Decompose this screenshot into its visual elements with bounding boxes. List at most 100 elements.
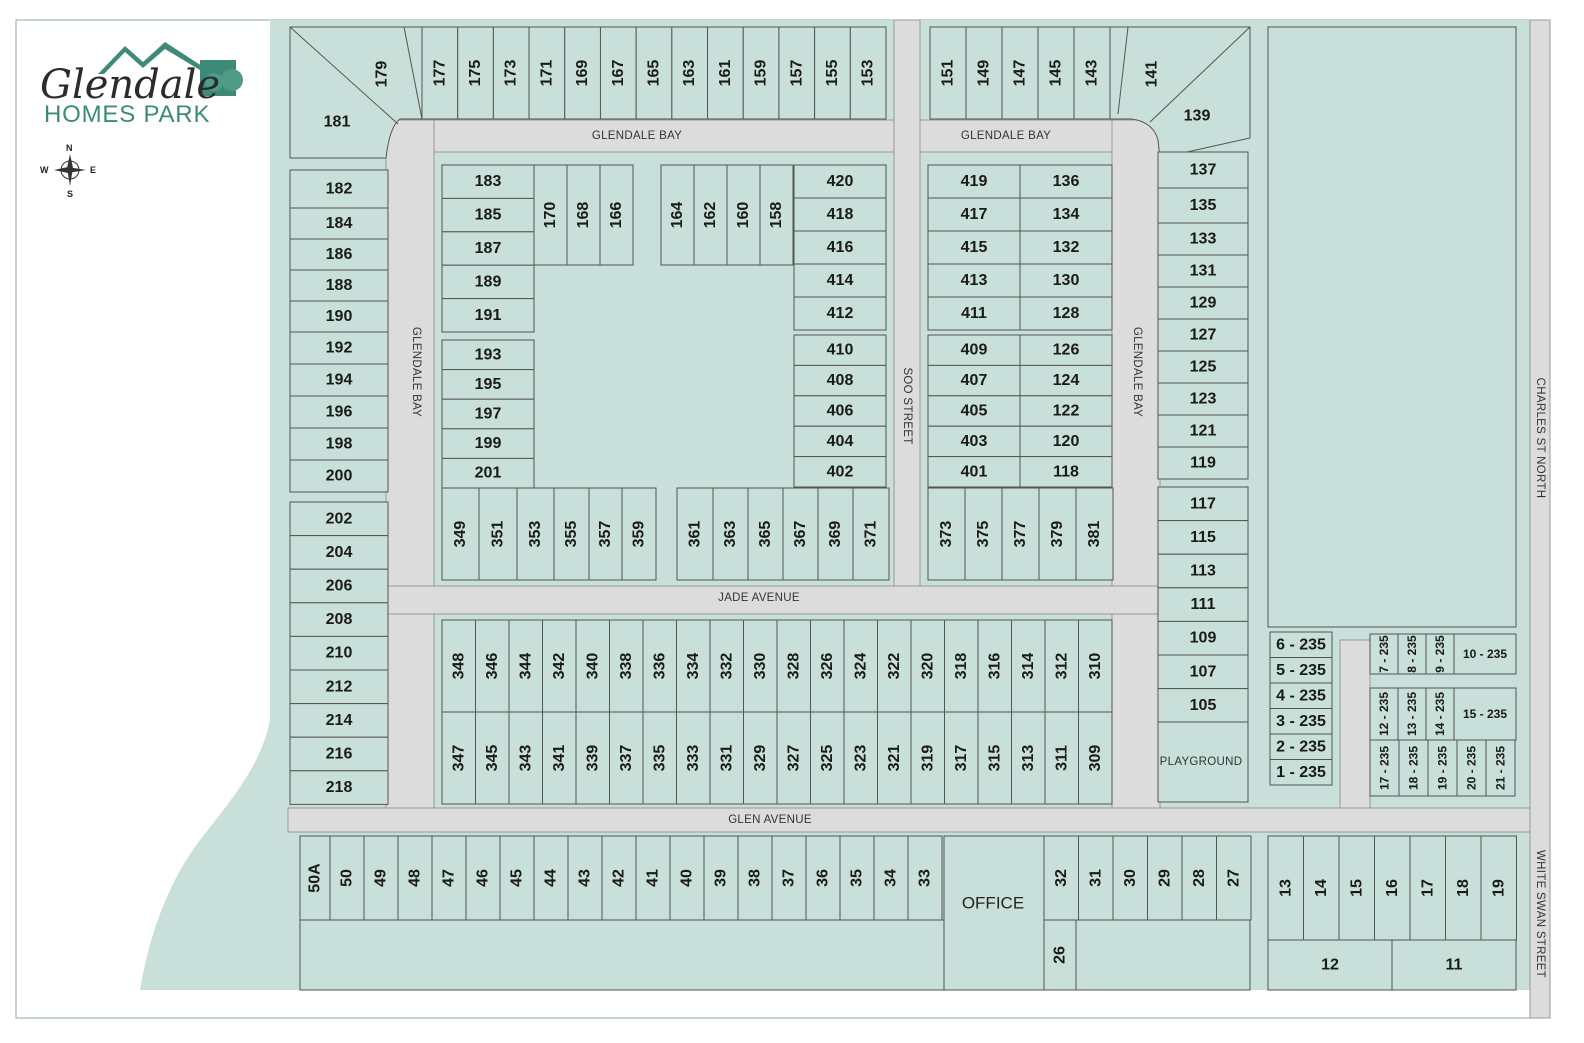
lot[interactable] (553, 487, 590, 581)
lot[interactable] (289, 427, 389, 461)
lot[interactable] (508, 711, 543, 805)
lot[interactable] (1157, 688, 1249, 723)
lot[interactable] (927, 230, 1021, 265)
lot[interactable] (944, 619, 979, 713)
lot[interactable] (793, 364, 887, 397)
lot[interactable] (441, 457, 535, 489)
lot[interactable] (1397, 687, 1427, 741)
lot[interactable] (1374, 835, 1411, 941)
lot[interactable] (1019, 230, 1113, 265)
lot[interactable] (397, 835, 433, 921)
lot[interactable] (910, 619, 945, 713)
lot[interactable] (1269, 759, 1333, 786)
lot[interactable] (441, 298, 535, 333)
lot[interactable] (782, 487, 819, 581)
lot[interactable] (1157, 620, 1249, 656)
lot[interactable] (1453, 633, 1517, 675)
lot[interactable] (1019, 164, 1113, 199)
lot[interactable] (1157, 187, 1249, 224)
lot[interactable] (771, 835, 807, 921)
lot[interactable] (457, 26, 494, 120)
lot[interactable] (1043, 835, 1079, 921)
lot[interactable] (1391, 939, 1517, 991)
lot[interactable] (289, 331, 389, 365)
lot[interactable] (1075, 919, 1251, 991)
lot[interactable] (1078, 835, 1114, 921)
lot[interactable] (441, 164, 535, 199)
lot[interactable] (441, 428, 535, 459)
lot[interactable] (793, 425, 887, 458)
lot[interactable] (289, 736, 389, 772)
lot[interactable] (289, 501, 389, 537)
lot[interactable] (1157, 151, 1249, 189)
lot[interactable] (676, 711, 711, 805)
lot[interactable] (1019, 334, 1113, 366)
lot[interactable] (289, 669, 389, 705)
lot[interactable] (642, 711, 677, 805)
lot[interactable] (1019, 456, 1113, 488)
lot[interactable] (977, 619, 1012, 713)
lot[interactable] (814, 26, 851, 120)
lot[interactable] (289, 703, 389, 738)
lot[interactable] (742, 26, 780, 120)
lot[interactable] (1075, 487, 1114, 581)
lot[interactable] (1157, 721, 1249, 803)
lot[interactable] (1044, 711, 1079, 805)
lot[interactable] (1216, 835, 1252, 921)
lot[interactable] (927, 456, 1021, 488)
lot[interactable] (1303, 835, 1340, 941)
lot[interactable] (1011, 711, 1046, 805)
lot[interactable] (927, 487, 966, 581)
lot[interactable] (1369, 633, 1399, 675)
lot[interactable] (1044, 619, 1079, 713)
lot[interactable] (1157, 318, 1249, 352)
lot[interactable] (1269, 682, 1333, 709)
lot[interactable] (1369, 739, 1400, 797)
lot[interactable] (709, 711, 744, 805)
lot[interactable] (533, 164, 568, 266)
lot[interactable] (1157, 350, 1249, 384)
lot[interactable] (1157, 414, 1249, 448)
lot[interactable] (635, 835, 671, 921)
lot[interactable] (843, 711, 878, 805)
lot[interactable] (1480, 835, 1517, 941)
lot[interactable] (564, 26, 601, 120)
lot[interactable] (421, 26, 459, 120)
lot[interactable] (1485, 739, 1516, 797)
lot[interactable] (289, 26, 423, 159)
lot[interactable] (1157, 286, 1249, 320)
lot[interactable] (1157, 553, 1249, 589)
lot[interactable] (588, 487, 623, 581)
lot[interactable] (793, 164, 887, 199)
lot[interactable] (1157, 587, 1249, 622)
lot[interactable] (441, 369, 535, 400)
lot[interactable] (793, 197, 887, 232)
lot[interactable] (1269, 733, 1333, 760)
lot[interactable] (747, 487, 784, 581)
lot[interactable] (943, 835, 1045, 991)
lot[interactable] (726, 164, 761, 266)
lot[interactable] (1019, 197, 1113, 232)
lot[interactable] (492, 26, 530, 120)
lot[interactable] (927, 395, 1021, 427)
lot[interactable] (877, 711, 912, 805)
lot[interactable] (839, 835, 875, 921)
lot[interactable] (475, 711, 510, 805)
lot[interactable] (289, 363, 389, 397)
lot[interactable] (743, 619, 778, 713)
lot[interactable] (441, 264, 535, 300)
lot[interactable] (1019, 395, 1113, 427)
lot[interactable] (465, 835, 501, 921)
lot[interactable] (289, 459, 389, 493)
lot[interactable] (635, 26, 673, 120)
lot[interactable] (776, 711, 811, 805)
lot[interactable] (289, 300, 389, 333)
lot[interactable] (843, 619, 878, 713)
lot[interactable] (743, 711, 778, 805)
lot[interactable] (907, 835, 943, 921)
lot[interactable] (1019, 296, 1113, 331)
lot[interactable] (289, 269, 389, 302)
lot[interactable] (1157, 254, 1249, 288)
lot[interactable] (431, 835, 467, 921)
lot[interactable] (1078, 711, 1113, 805)
